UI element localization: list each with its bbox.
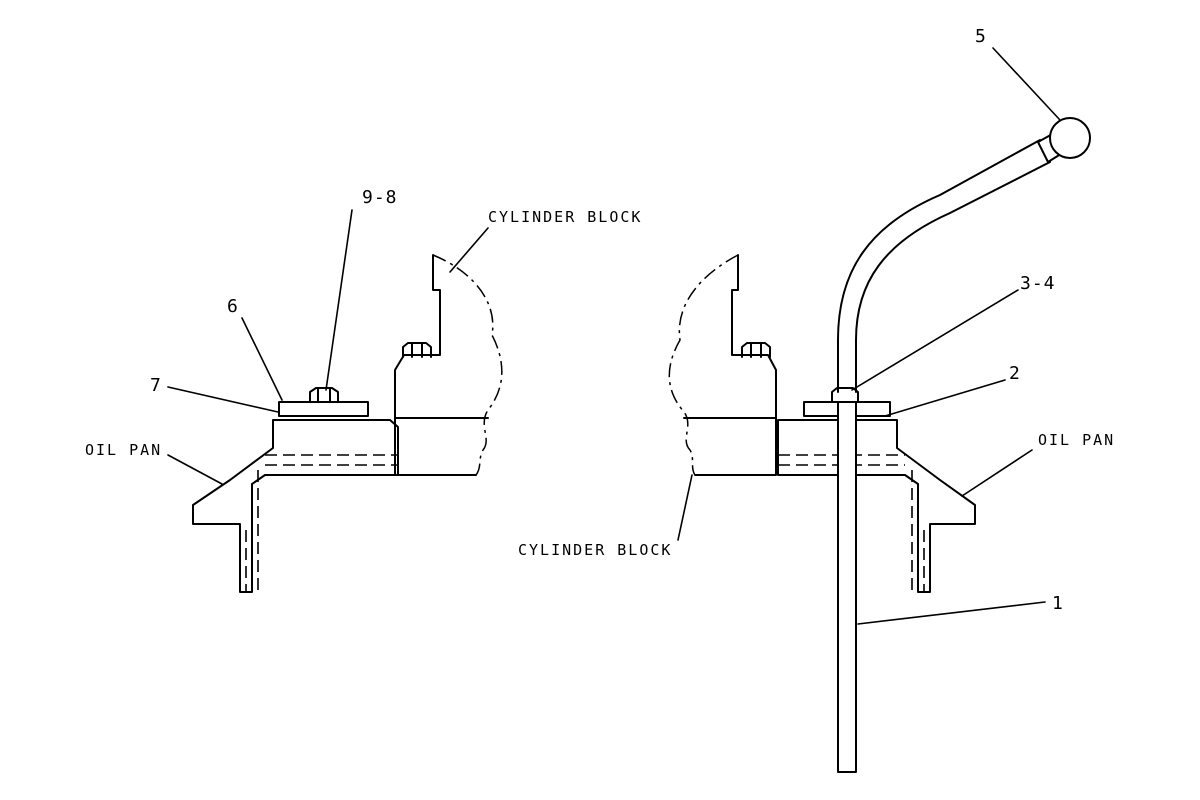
- leader-9-8: [325, 209, 353, 391]
- callout-2: 2: [1009, 363, 1021, 384]
- left-cylinder-block-phantom: [432, 254, 503, 476]
- leader-6: [241, 317, 283, 401]
- left-cylinder-block: [394, 254, 489, 476]
- callout-3-4: 3-4: [1020, 273, 1056, 294]
- callout-5: 5: [975, 26, 987, 47]
- label-oil-pan-right: OIL PAN: [1038, 431, 1115, 449]
- dipstick-tube-lower: [837, 401, 857, 773]
- leader-oil-pan-right: [961, 449, 1033, 497]
- left-view: [192, 254, 503, 593]
- leader-2: [884, 379, 1006, 417]
- label-cylinder-block-left: CYLINDER BLOCK: [488, 208, 642, 226]
- right-block-bolt: [741, 342, 771, 358]
- callout-9-8: 9-8: [362, 187, 398, 208]
- leader-oil-pan-left: [167, 454, 223, 485]
- leader-1: [857, 601, 1046, 625]
- labels: 9-8 6 7 OIL PAN CYLINDER BLOCK 5 3-4 2 O…: [85, 26, 1115, 614]
- leader-cyl-block-right: [677, 474, 693, 541]
- left-block-bolt: [402, 342, 432, 358]
- leader-lines: [167, 47, 1061, 625]
- callout-7: 7: [150, 375, 162, 396]
- right-clip-bolt: [831, 387, 859, 403]
- left-clip-bolt: [309, 387, 339, 403]
- left-clip-plate: [278, 401, 369, 417]
- leader-cyl-block-left: [449, 227, 489, 273]
- left-oil-pan: [192, 419, 399, 593]
- dipstick-handle-knob: [1049, 117, 1091, 159]
- dipstick-tube-curve-inner: [855, 161, 1051, 393]
- right-cylinder-block: [683, 254, 777, 476]
- leader-5: [992, 47, 1061, 121]
- dipstick-tube-curve-outer: [837, 139, 1041, 393]
- leader-3-4: [851, 289, 1019, 391]
- label-cylinder-block-right: CYLINDER BLOCK: [518, 541, 672, 559]
- right-cylinder-block-phantom: [668, 254, 739, 476]
- label-oil-pan-left: OIL PAN: [85, 441, 162, 459]
- callout-6: 6: [227, 296, 239, 317]
- right-view: [668, 117, 1091, 773]
- leader-7: [167, 386, 279, 413]
- right-oil-pan: [777, 419, 976, 593]
- callout-1: 1: [1052, 593, 1064, 614]
